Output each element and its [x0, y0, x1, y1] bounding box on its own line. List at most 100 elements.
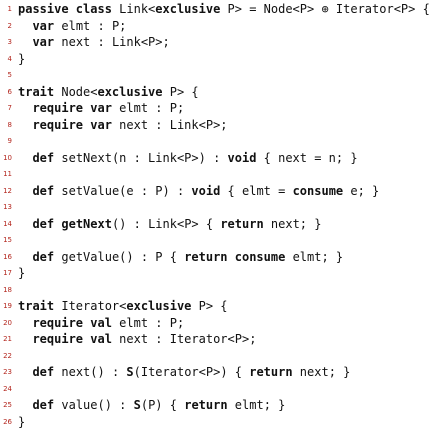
code-token [18, 19, 32, 33]
code-text: passive class Link<exclusive P> = Node<P… [18, 1, 430, 17]
line-number: 11 [3, 170, 12, 178]
code-token [18, 118, 32, 132]
keyword: def [32, 249, 55, 264]
line-number: 19 [3, 302, 12, 310]
code-text: require val elmt : P; [18, 315, 184, 331]
line-number: 23 [3, 368, 12, 376]
keyword: require val [32, 315, 112, 330]
keyword: require var [32, 117, 112, 132]
keyword: var [32, 35, 55, 49]
code-text: def setNext(n : Link<P>) : void { next =… [18, 150, 358, 166]
code-token: next() : [54, 365, 127, 379]
code-text: def next() : S(Iterator<P>) { return nex… [18, 364, 350, 380]
keyword: void [227, 150, 257, 165]
code-token [18, 217, 32, 231]
code-token [18, 250, 32, 264]
line-number: 7 [7, 104, 12, 112]
line-number: 15 [3, 236, 12, 244]
line-number: 3 [7, 38, 12, 46]
line-number: 6 [7, 87, 12, 96]
code-text: def getValue() : P { return consume elmt… [18, 249, 343, 265]
line-number: 18 [3, 285, 12, 294]
code-token: () : Link<P> { [111, 216, 221, 231]
keyword: consume [292, 183, 344, 198]
code-token: setValue(e : P) : [54, 183, 192, 198]
code-token: Link< [111, 2, 156, 16]
keyword: void [191, 183, 221, 198]
keyword: return [220, 216, 264, 231]
code-token: next; } [292, 365, 351, 379]
code-token: (Iterator<P>) { [133, 365, 250, 379]
line-number: 21 [3, 335, 12, 343]
code-token [18, 35, 32, 49]
code-token: { next = n; } [256, 150, 358, 165]
keyword: getNext [61, 216, 112, 231]
keyword: var [32, 18, 55, 33]
code-text: } [18, 265, 25, 281]
code-token: elmt : P; [54, 18, 127, 33]
code-text: require var next : Link<P>; [18, 117, 228, 133]
line-number: 12 [3, 186, 12, 195]
keyword: def [32, 216, 55, 231]
code-token: elmt : P; [111, 315, 185, 330]
line-number: 20 [3, 318, 12, 327]
code-text: def value() : S(P) { return elmt; } [18, 397, 285, 413]
code-token: next : Link<P>; [111, 117, 228, 132]
line-number: 25 [3, 401, 12, 409]
code-token: Node< [54, 84, 98, 99]
keyword: exclusive [155, 2, 221, 16]
keyword: def [32, 365, 55, 379]
line-number: 24 [3, 384, 12, 393]
code-token: Iterator< [54, 299, 127, 313]
code-token [18, 184, 32, 198]
code-token [18, 101, 32, 115]
line-number: 5 [7, 71, 12, 79]
code-token: } [18, 414, 26, 429]
line-number: 14 [3, 219, 12, 228]
code-text: trait Iterator<exclusive P> { [18, 298, 228, 314]
keyword: trait [18, 84, 55, 99]
code-token: P> { [162, 84, 199, 99]
code-text: def getNext() : Link<P> { return next; } [18, 216, 321, 232]
line-number: 8 [7, 120, 12, 129]
code-token [18, 398, 32, 412]
keyword: require val [32, 332, 112, 346]
line-number: 1 [7, 5, 12, 13]
code-text: def setValue(e : P) : void { elmt = cons… [18, 183, 379, 199]
code-text: require var elmt : P; [18, 100, 184, 116]
line-number: 16 [3, 252, 12, 261]
line-number: 4 [7, 54, 12, 63]
code-token: elmt; } [227, 398, 286, 412]
code-token: } [18, 51, 26, 66]
code-token [18, 151, 32, 165]
code-token: setNext(n : Link<P>) : [54, 150, 228, 165]
keyword: return [249, 365, 293, 379]
line-number: 9 [7, 137, 12, 145]
code-token: next; } [263, 216, 322, 231]
line-number: 26 [3, 417, 12, 426]
keyword: return [184, 398, 228, 412]
code-text: require val next : Iterator<P>; [18, 331, 256, 347]
keyword: trait [18, 299, 55, 313]
line-number: 10 [3, 153, 12, 162]
keyword: passive class [18, 2, 112, 16]
code-text: var elmt : P; [18, 18, 126, 34]
line-number: 2 [7, 21, 12, 30]
code-token: (P) { [140, 398, 185, 412]
line-number: 17 [3, 269, 12, 277]
code-token [18, 332, 32, 346]
code-token [18, 316, 32, 330]
keyword: S [133, 398, 141, 412]
keyword: def [32, 398, 55, 412]
code-text: } [18, 414, 25, 430]
keyword: S [126, 365, 134, 379]
keyword: def [32, 150, 55, 165]
keyword: return consume [184, 249, 286, 264]
code-token: next : Iterator<P>; [111, 332, 257, 346]
keyword: exclusive [126, 299, 192, 313]
code-text: trait Node<exclusive P> { [18, 84, 199, 100]
code-token: next : Link<P>; [54, 35, 170, 49]
code-token: P> = Node<P> ⊕ Iterator<P> { [220, 2, 430, 16]
line-number: 22 [3, 351, 12, 360]
code-token: getValue() : P { [54, 249, 185, 264]
